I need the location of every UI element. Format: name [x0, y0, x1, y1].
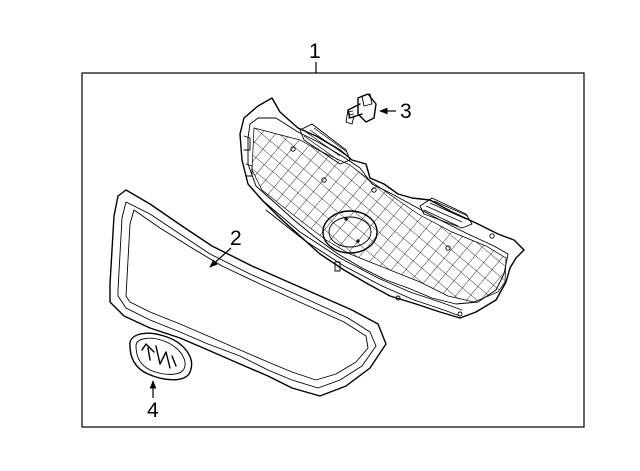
emblem-icon	[129, 332, 193, 381]
callout-1-label: 1	[309, 40, 321, 63]
diagram-frame	[81, 72, 585, 428]
callout-2-label: 2	[230, 227, 242, 250]
callout-3-label: 3	[400, 100, 412, 123]
screw-icon	[345, 93, 377, 125]
callout-4-label: 4	[147, 399, 159, 422]
grille-assembly-icon	[239, 97, 525, 319]
callout-2-leader	[209, 247, 232, 268]
molding-frame-icon	[109, 189, 387, 397]
